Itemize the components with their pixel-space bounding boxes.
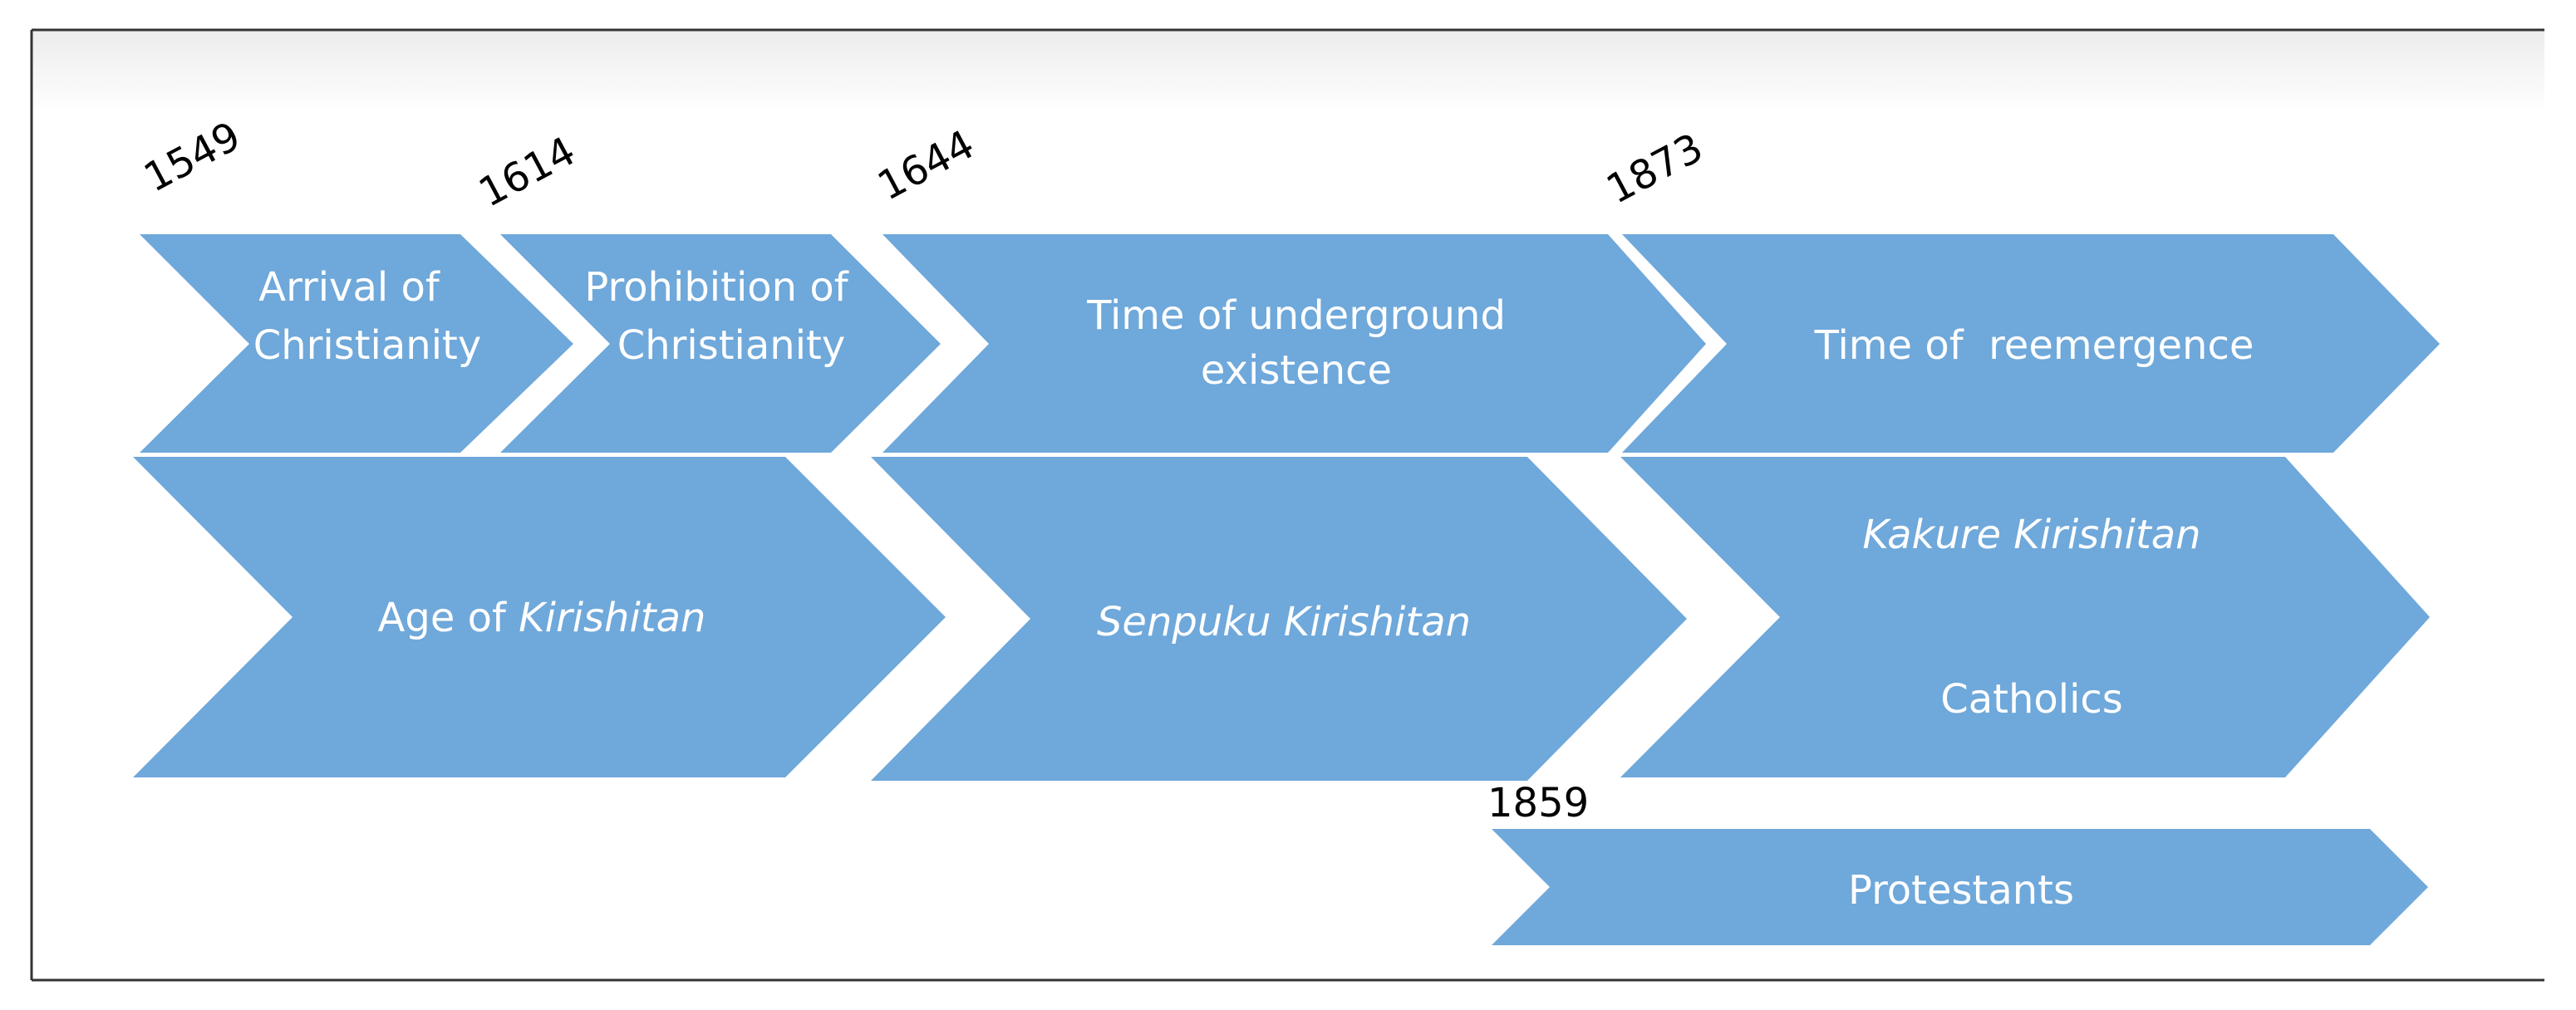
label-age-prefix: Age of — [378, 595, 519, 641]
label-arrival-line2: Christianity — [253, 322, 482, 369]
label-prohibition-line1: Prohibition of — [584, 264, 848, 311]
label-arrival-line1: Arrival of — [258, 264, 440, 311]
chevron-kakure-catholics — [1620, 457, 2430, 777]
year-1614: 1614 — [471, 128, 583, 217]
chevron-age-of-kirishitan — [133, 457, 946, 777]
label-protestants: Protestants — [1848, 867, 2074, 914]
label-reemergence: Time of reemergence — [1814, 322, 2254, 369]
label-age-italic: Kirishitan — [519, 595, 705, 641]
label-senpuku-kirishitan: Senpuku Kirishitan — [1097, 599, 1471, 645]
label-underground-line2: existence — [1201, 347, 1392, 394]
chevron-senpuku — [871, 457, 1687, 781]
year-1549: 1549 — [136, 113, 248, 202]
chevron-protestants — [1492, 829, 2428, 945]
label-underground-line1: Time of underground — [1086, 292, 1506, 339]
year-1873: 1873 — [1599, 125, 1710, 213]
year-1859: 1859 — [1487, 780, 1589, 826]
chevron-reemergence — [1622, 234, 2440, 453]
chevron-underground — [882, 234, 1706, 453]
top-shade — [32, 30, 2544, 113]
chevron-arrival — [140, 234, 573, 453]
label-age-of-kirishitan: Age of Kirishitan — [378, 595, 706, 641]
label-catholics: Catholics — [1940, 676, 2123, 723]
chevron-prohibition — [500, 234, 941, 453]
year-1644: 1644 — [870, 121, 981, 210]
label-kakure-kirishitan: Kakure Kirishitan — [1862, 512, 2200, 558]
label-prohibition-line2: Christianity — [617, 322, 846, 369]
